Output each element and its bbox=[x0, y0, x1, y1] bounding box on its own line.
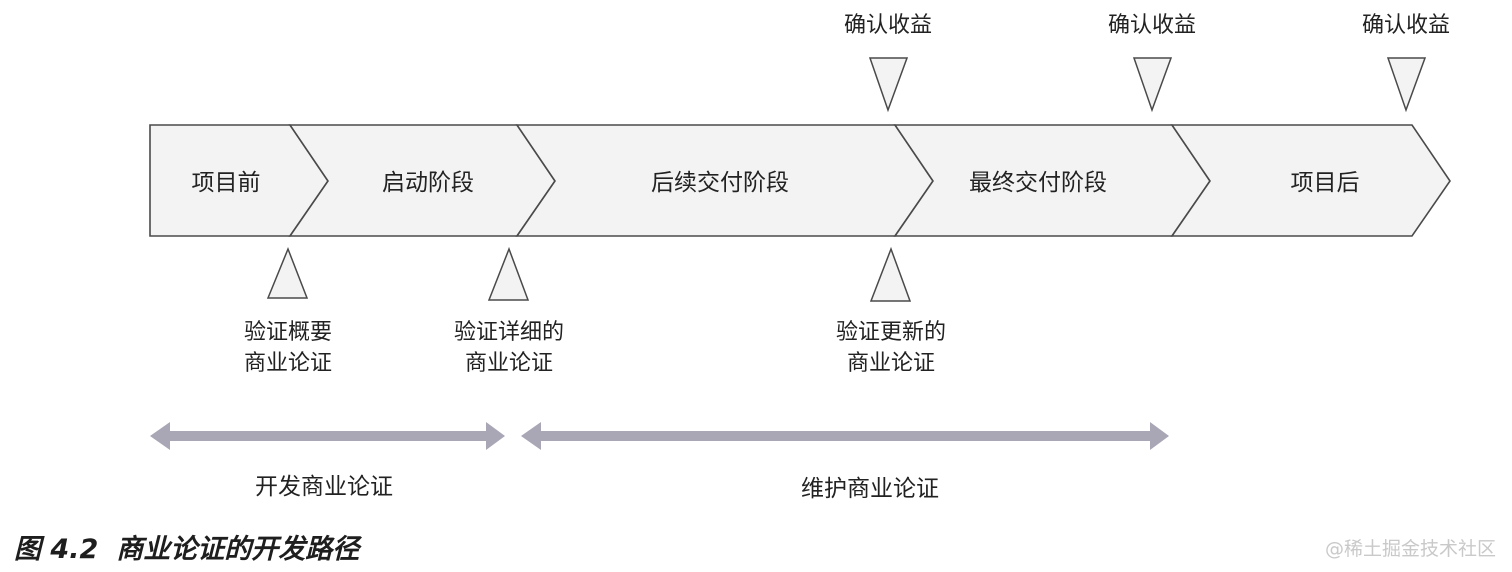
up-triangle-icon bbox=[266, 246, 309, 299]
benefit-marker-label: 确认收益 bbox=[844, 13, 932, 38]
range-develop-label: 开发商业论证 bbox=[255, 474, 393, 500]
benefit-marker-label: 确认收益 bbox=[1108, 13, 1196, 38]
validation-marker: 验证详细的 商业论证 bbox=[454, 246, 564, 376]
stage-final-delivery-label: 最终交付阶段 bbox=[969, 170, 1107, 196]
validation-marker: 验证更新的 商业论证 bbox=[836, 246, 946, 376]
validation-marker: 验证概要 商业论证 bbox=[244, 246, 332, 376]
range-arrows: 开发商业论证 维护商业论证 bbox=[150, 422, 1169, 502]
stage-subsequent-delivery: 后续交付阶段 bbox=[515, 124, 934, 237]
benefit-marker: 确认收益 bbox=[1108, 13, 1196, 113]
double-arrow-icon bbox=[521, 422, 1169, 450]
stage-initiation: 启动阶段 bbox=[288, 124, 556, 237]
watermark: @稀土掘金技术社区 bbox=[1324, 538, 1496, 560]
stage-initiation-label: 启动阶段 bbox=[382, 170, 474, 196]
validation-marker-line1: 验证概要 bbox=[244, 320, 332, 345]
up-triangle-icon bbox=[487, 246, 530, 301]
validation-marker-line2: 商业论证 bbox=[465, 351, 553, 376]
stage-timeline: 项目前 启动阶段 后续交付阶段 最终交付阶段 项目后 bbox=[149, 124, 1451, 237]
validation-marker-line1: 验证更新的 bbox=[836, 320, 946, 345]
range-maintain-label: 维护商业论证 bbox=[801, 476, 939, 502]
stage-post-project-shape bbox=[1170, 124, 1451, 237]
stage-subsequent-delivery-label: 后续交付阶段 bbox=[651, 170, 789, 196]
up-triangle-icon bbox=[869, 246, 912, 302]
down-triangle-icon bbox=[868, 57, 909, 113]
stage-post-project: 项目后 bbox=[1170, 124, 1451, 237]
validation-markers: 验证概要 商业论证 验证详细的 商业论证 验证更新的 商业论证 bbox=[244, 246, 946, 376]
stage-post-project-label: 项目后 bbox=[1291, 170, 1360, 196]
figure-title: 商业论证的开发路径 bbox=[116, 534, 360, 565]
validation-marker-line2: 商业论证 bbox=[847, 351, 935, 376]
validation-marker-line2: 商业论证 bbox=[244, 351, 332, 376]
down-triangle-icon bbox=[1386, 57, 1427, 113]
figure-caption: 图 4.2 商业论证的开发路径 bbox=[14, 527, 359, 566]
range-maintain: 维护商业论证 bbox=[521, 422, 1169, 502]
benefit-marker: 确认收益 bbox=[844, 13, 932, 113]
figure-number: 图 4.2 bbox=[14, 534, 99, 565]
double-arrow-icon bbox=[150, 422, 505, 450]
benefit-marker: 确认收益 bbox=[1362, 13, 1450, 113]
benefit-marker-label: 确认收益 bbox=[1362, 13, 1450, 38]
range-develop: 开发商业论证 bbox=[150, 422, 505, 500]
down-triangle-icon bbox=[1132, 57, 1173, 113]
benefit-markers: 确认收益 确认收益 确认收益 bbox=[844, 13, 1450, 113]
stage-final-delivery: 最终交付阶段 bbox=[893, 124, 1211, 237]
stage-pre-project-label: 项目前 bbox=[192, 170, 261, 196]
validation-marker-line1: 验证详细的 bbox=[454, 320, 564, 345]
